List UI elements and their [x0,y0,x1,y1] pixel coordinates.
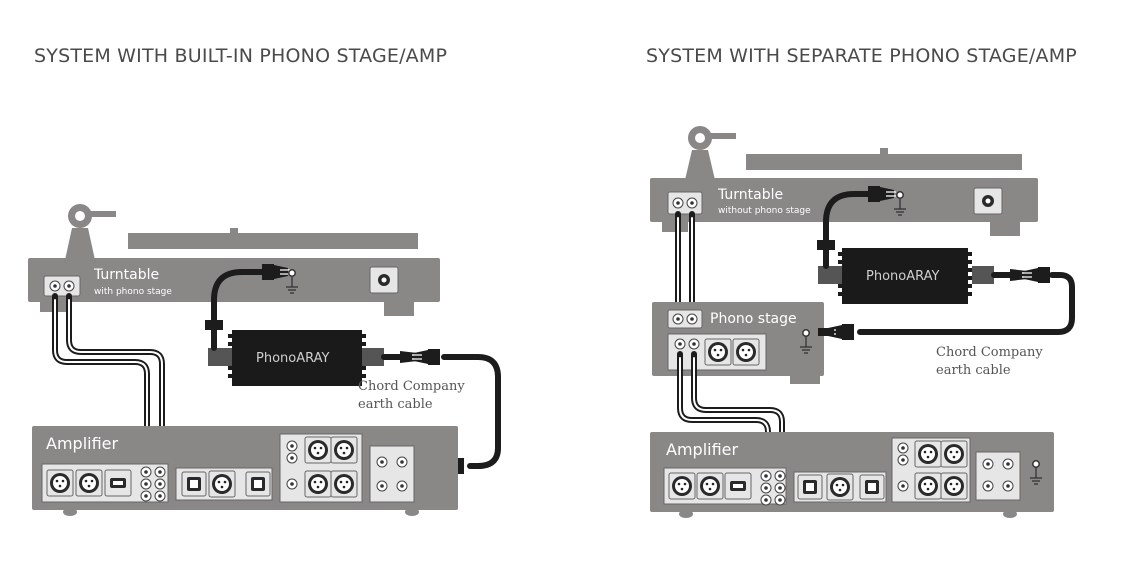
left-turntable-label: Turntable [93,267,159,283]
left-title: SYSTEM WITH BUILT-IN PHONO STAGE/AMP [34,45,447,67]
left-tonearm-icon [65,204,116,260]
left-amplifier-label: Amplifier [46,434,119,453]
left-phonoaray-label: PhonoARAY [256,351,330,366]
left-platter [128,233,418,249]
left-earth-note-line2: earth cable [358,397,433,412]
left-phonoaray: PhonoARAY [208,330,384,386]
right-amp-rca-panel [975,451,1021,501]
right-earth-cable-b [818,266,1075,341]
left-amp-rca-panel [369,445,415,503]
left-turntable: Turntable with phono stage [28,204,440,316]
right-platter [746,154,1022,170]
left-turntable-sublabel: with phono stage [94,287,172,297]
right-amplifier-label: Amplifier [666,440,739,459]
right-rca-cable-a [675,211,695,315]
right-phono-stage-label: Phono stage [710,311,797,327]
right-earth-note-line2: earth cable [936,363,1011,378]
right-earth-cable-a [817,185,907,269]
right-phonoaray-body [842,248,968,304]
right-turntable: Turntable without phono stage [650,126,1038,236]
left-rca-cable [52,293,165,473]
left-turntable-rca-out[interactable] [43,275,81,297]
right-phonoaray-label: PhonoARAY [866,269,940,284]
left-turntable-plinth [28,258,440,302]
right-phonoaray: PhonoARAY [818,248,994,304]
left-system: SYSTEM WITH BUILT-IN PHONO STAGE/AMP Tur… [28,45,501,516]
right-turntable-rca-out[interactable] [667,191,703,215]
right-system: SYSTEM WITH SEPARATE PHONO STAGE/AMP Tur… [646,45,1077,518]
left-earth-note-line1: Chord Company [358,379,465,394]
right-rca-cable-b [677,351,785,473]
left-earth-cable-a [205,263,299,351]
right-title: SYSTEM WITH SEPARATE PHONO STAGE/AMP [646,45,1077,67]
left-earth-cable-b [381,348,501,489]
right-earth-note-line1: Chord Company [936,345,1043,360]
right-turntable-plinth [650,178,1038,222]
right-turntable-sublabel: without phono stage [718,206,811,216]
right-turntable-label: Turntable [717,187,783,203]
left-amplifier: Amplifier [32,426,458,516]
left-phonoaray-body [232,330,362,386]
right-amplifier: Amplifier [650,432,1054,518]
right-tonearm-icon [685,126,736,180]
